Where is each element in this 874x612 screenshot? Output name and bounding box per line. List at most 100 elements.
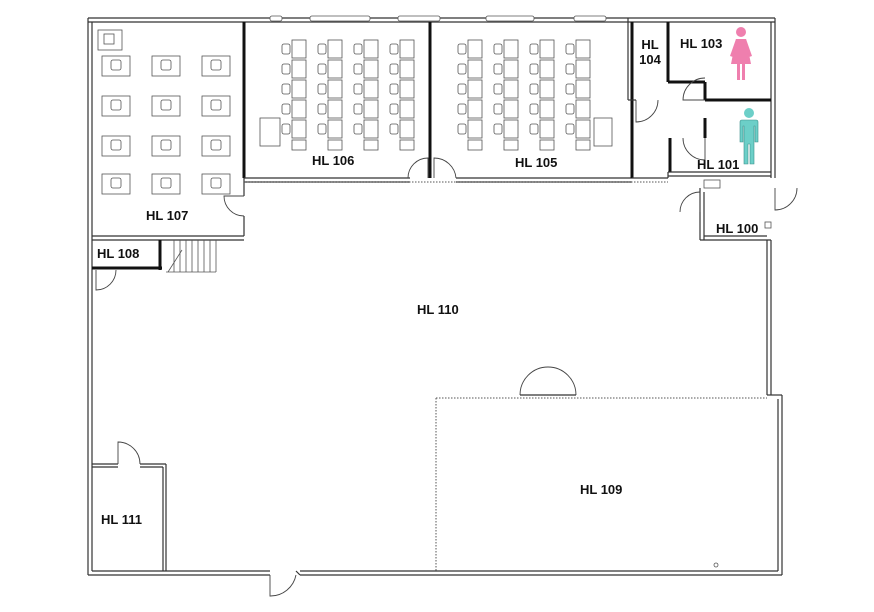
- room-hl108: [92, 235, 244, 291]
- chair: [457, 83, 467, 95]
- workstation: [399, 119, 415, 139]
- chair: [565, 43, 575, 55]
- chair: [353, 103, 363, 115]
- workstation: [539, 59, 555, 79]
- workstation: [575, 119, 591, 139]
- chair: [565, 103, 575, 115]
- room-label-hl103: HL 103: [680, 36, 723, 51]
- chair: [457, 43, 467, 55]
- chair: [493, 43, 503, 55]
- workstation: [539, 139, 555, 151]
- room-label-hl105: HL 105: [515, 155, 558, 170]
- workstation: [327, 59, 343, 79]
- chair: [281, 83, 291, 95]
- room-label-hl107: HL 107: [146, 208, 189, 223]
- workstation: [327, 39, 343, 59]
- workstation: [503, 79, 519, 99]
- workstation: [291, 39, 307, 59]
- chair: [281, 43, 291, 55]
- room-hl111: [92, 441, 167, 571]
- chair: [493, 63, 503, 75]
- room-label-hl104: HL 104: [635, 37, 665, 67]
- chair: [529, 83, 539, 95]
- room-hl107: [97, 22, 246, 236]
- chair: [110, 59, 122, 71]
- chair: [317, 83, 327, 95]
- workstation: [363, 79, 379, 99]
- chair: [317, 43, 327, 55]
- workstation: [539, 119, 555, 139]
- room-hl100: [679, 179, 798, 241]
- chair: [389, 83, 399, 95]
- room-label-hl106: HL 106: [312, 153, 355, 168]
- workstation: [399, 139, 415, 151]
- workstation: [503, 59, 519, 79]
- workstation: [399, 99, 415, 119]
- chair: [493, 123, 503, 135]
- chair: [529, 123, 539, 135]
- workstation: [363, 39, 379, 59]
- chair: [457, 123, 467, 135]
- male-figure-icon: [739, 108, 759, 165]
- chair: [565, 83, 575, 95]
- workstation: [399, 79, 415, 99]
- workstation: [575, 39, 591, 59]
- workstation: [467, 59, 483, 79]
- room-label-hl110: HL 110: [417, 302, 459, 317]
- workstation: [539, 79, 555, 99]
- workstation: [291, 139, 307, 151]
- workstation: [291, 119, 307, 139]
- chair: [353, 43, 363, 55]
- chair: [493, 103, 503, 115]
- workstation: [467, 79, 483, 99]
- chair: [457, 103, 467, 115]
- chair: [389, 103, 399, 115]
- workstation: [467, 39, 483, 59]
- chair: [565, 123, 575, 135]
- room-hl106: [244, 22, 432, 183]
- chair: [457, 63, 467, 75]
- chair: [160, 59, 172, 71]
- chair: [353, 63, 363, 75]
- chair: [493, 83, 503, 95]
- restroom-block: [627, 18, 771, 178]
- chair: [529, 43, 539, 55]
- room-label-hl109: HL 109: [580, 482, 623, 497]
- workstation: [291, 99, 307, 119]
- room-label-hl100: HL 100: [716, 221, 759, 236]
- workstation: [291, 79, 307, 99]
- workstation: [575, 79, 591, 99]
- chair: [160, 99, 172, 111]
- workstation: [503, 99, 519, 119]
- chair: [389, 43, 399, 55]
- chair: [317, 123, 327, 135]
- workstation: [575, 139, 591, 151]
- chair: [281, 103, 291, 115]
- chair: [389, 63, 399, 75]
- room-label-hl104-line1: HL: [641, 37, 659, 52]
- workstation: [399, 59, 415, 79]
- chair: [281, 63, 291, 75]
- room-label-hl104-line2: 104: [639, 52, 661, 67]
- workstation: [575, 99, 591, 119]
- chair: [160, 177, 172, 189]
- workstation: [539, 99, 555, 119]
- chair: [210, 99, 222, 111]
- chair: [529, 103, 539, 115]
- chair: [210, 59, 222, 71]
- workstation: [363, 119, 379, 139]
- workstation: [363, 139, 379, 151]
- chair: [353, 123, 363, 135]
- chair: [110, 177, 122, 189]
- workstation: [467, 99, 483, 119]
- chair: [110, 99, 122, 111]
- workstation: [363, 59, 379, 79]
- chair: [210, 139, 222, 151]
- workstation: [327, 99, 343, 119]
- chair: [110, 139, 122, 151]
- chair: [281, 123, 291, 135]
- workstation: [291, 59, 307, 79]
- chair: [317, 103, 327, 115]
- corridor-walls: [244, 177, 668, 183]
